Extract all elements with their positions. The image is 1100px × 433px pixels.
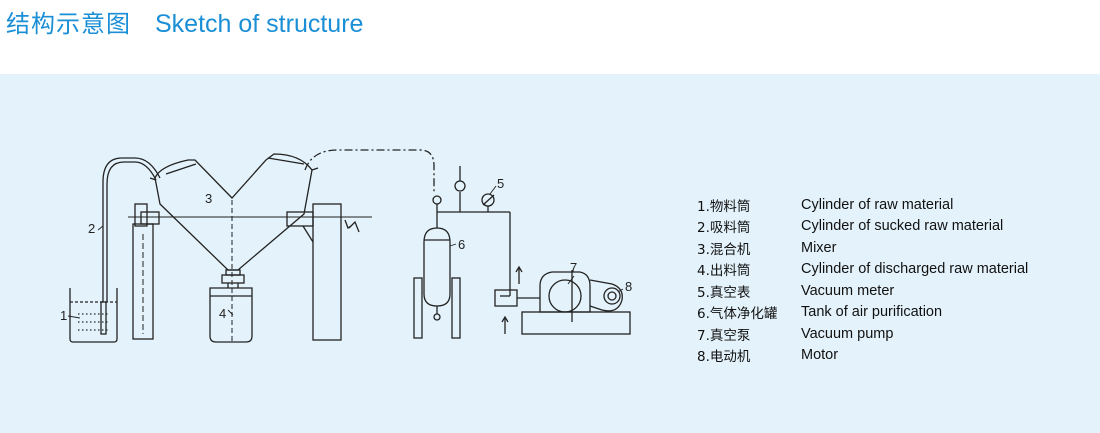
legend-cn: 7.真空泵 (697, 327, 751, 344)
legend-row: 7.真空泵 Vacuum pump (697, 323, 1028, 345)
component-legend: 1.物料筒 Cylinder of raw material 2.吸料筒 Cylin… (697, 194, 1028, 366)
legend-row: 6.气体净化罐 Tank of air purification (697, 302, 1028, 324)
raw-material-cylinder (69, 288, 118, 343)
page-header: 结构示意图 Sketch of structure (6, 4, 364, 38)
legend-en: Vacuum meter (801, 282, 895, 299)
legend-cn: 1.物料筒 (697, 198, 751, 215)
callout-8: 8 (625, 279, 632, 294)
legend-en: Motor (801, 347, 839, 364)
v-mixer (149, 153, 319, 288)
legend-row: 8.电动机 Motor (697, 345, 1028, 367)
legend-cn: 2.吸料筒 (697, 220, 751, 237)
flow-arrows (501, 265, 523, 334)
structure-diagram: 1 2 3 4 5 6 7 8 (60, 149, 632, 344)
legend-en: Cylinder of discharged raw material (801, 261, 1029, 278)
vacuum-pipe (304, 149, 435, 192)
legend-en: Cylinder of raw material (801, 196, 954, 213)
legend-en: Tank of air purification (801, 304, 943, 321)
diagram-panel: 1 2 3 4 5 6 7 8 1.物料筒 Cylinder of raw mat… (0, 74, 1100, 433)
discharge-cylinder (209, 287, 253, 343)
legend-cn: 8.电动机 (697, 349, 751, 366)
legend-row: 5.真空表 Vacuum meter (697, 280, 1028, 302)
motor (589, 279, 623, 312)
legend-row: 2.吸料筒 Cylinder of sucked raw material (697, 216, 1028, 238)
legend-cn: 6.气体净化罐 (697, 306, 778, 323)
right-frame-column (286, 203, 342, 341)
vacuum-pump (494, 270, 631, 335)
legend-row: 1.物料筒 Cylinder of raw material (697, 194, 1028, 216)
callout-2: 2 (88, 221, 95, 236)
left-frame-column (132, 203, 160, 340)
callout-3: 3 (205, 191, 212, 206)
legend-cn: 3.混合机 (697, 241, 751, 258)
callout-6: 6 (458, 237, 465, 252)
callout-leaders (67, 185, 624, 319)
legend-row: 4.出料筒 Cylinder of discharged raw material (697, 259, 1028, 281)
rotation-arrow-icon (344, 219, 360, 233)
legend-en: Cylinder of sucked raw material (801, 218, 1004, 235)
legend-en: Mixer (801, 239, 837, 256)
suction-hose (102, 157, 161, 302)
callout-7: 7 (570, 260, 577, 275)
legend-row: 3.混合机 Mixer (697, 237, 1028, 259)
callout-4: 4 (219, 306, 226, 321)
callout-1: 1 (60, 308, 67, 323)
page-title-chinese: 结构示意图 (6, 10, 131, 38)
legend-cn: 5.真空表 (697, 284, 751, 301)
page-title-english: Sketch of structure (155, 10, 364, 38)
legend-cn: 4.出料筒 (697, 263, 751, 280)
air-purification-tank (413, 166, 511, 339)
callout-5: 5 (497, 176, 504, 191)
legend-en: Vacuum pump (801, 325, 894, 342)
